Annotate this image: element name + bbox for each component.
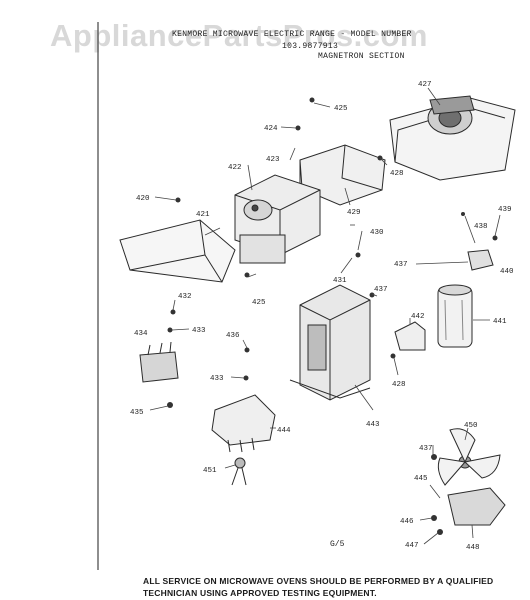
label-436: 436 xyxy=(226,332,240,340)
label-437-lower: 437 xyxy=(419,445,433,453)
model-number: 103.9877913 xyxy=(282,42,339,51)
part-429-bracket xyxy=(299,144,386,206)
label-434: 434 xyxy=(134,330,148,338)
part-444-terminal xyxy=(211,394,276,453)
label-442: 442 xyxy=(411,313,425,321)
label-428-top: 428 xyxy=(390,170,404,178)
label-423: 423 xyxy=(266,156,280,164)
label-435: 435 xyxy=(130,409,144,417)
label-428-lower: 428 xyxy=(392,381,406,389)
label-427: 427 xyxy=(418,81,432,89)
label-429: 429 xyxy=(347,209,361,217)
label-437-mid: 437 xyxy=(374,286,388,294)
label-446: 446 xyxy=(400,518,414,526)
label-430: 430 xyxy=(370,229,384,237)
label-420: 420 xyxy=(136,195,150,203)
label-433-mid: 433 xyxy=(210,375,224,383)
part-443-transformer xyxy=(289,284,371,401)
part-421-cover xyxy=(119,219,236,283)
label-451: 451 xyxy=(203,467,217,475)
label-424: 424 xyxy=(264,125,278,133)
label-421: 421 xyxy=(196,211,210,219)
label-432: 432 xyxy=(178,293,192,301)
label-422: 422 xyxy=(228,164,242,172)
label-425-top: 425 xyxy=(334,105,348,113)
part-440-diode xyxy=(467,249,494,271)
label-445: 445 xyxy=(414,475,428,483)
header-title: KENMORE MICROWAVE ELECTRIC RANGE - MODEL… xyxy=(172,30,412,39)
watermark: AppliancePartsPros.com xyxy=(50,18,428,53)
label-425-bottom: 425 xyxy=(252,299,266,307)
part-434-switch xyxy=(139,341,179,383)
label-447: 447 xyxy=(405,542,419,550)
leader-lines xyxy=(149,87,501,545)
part-422-magnetron xyxy=(234,174,321,264)
footer-line-1: ALL SERVICE ON MICROWAVE OVENS SHOULD BE… xyxy=(143,576,494,586)
part-442-bracket xyxy=(394,321,426,351)
part-427-motor-housing xyxy=(389,95,516,181)
part-448-fan-motor xyxy=(447,487,506,526)
part-451-sensor xyxy=(231,457,247,486)
section-title: MAGNETRON SECTION xyxy=(318,52,405,61)
label-440: 440 xyxy=(500,268,514,276)
label-448: 448 xyxy=(466,544,480,552)
figure-code: G/5 xyxy=(330,540,345,549)
part-450-fan-blade xyxy=(437,428,501,486)
label-433-left: 433 xyxy=(192,327,206,335)
label-443: 443 xyxy=(366,421,380,429)
label-444: 444 xyxy=(277,427,291,435)
label-439: 439 xyxy=(498,206,512,214)
footer-line-2: TECHNICIAN USING APPROVED TESTING EQUIPM… xyxy=(143,588,377,598)
part-441-capacitor xyxy=(437,284,473,348)
label-438: 438 xyxy=(474,223,488,231)
label-441: 441 xyxy=(493,318,507,326)
label-437-right: 437 xyxy=(394,261,408,269)
label-431: 431 xyxy=(333,277,347,285)
label-450: 450 xyxy=(464,422,478,430)
